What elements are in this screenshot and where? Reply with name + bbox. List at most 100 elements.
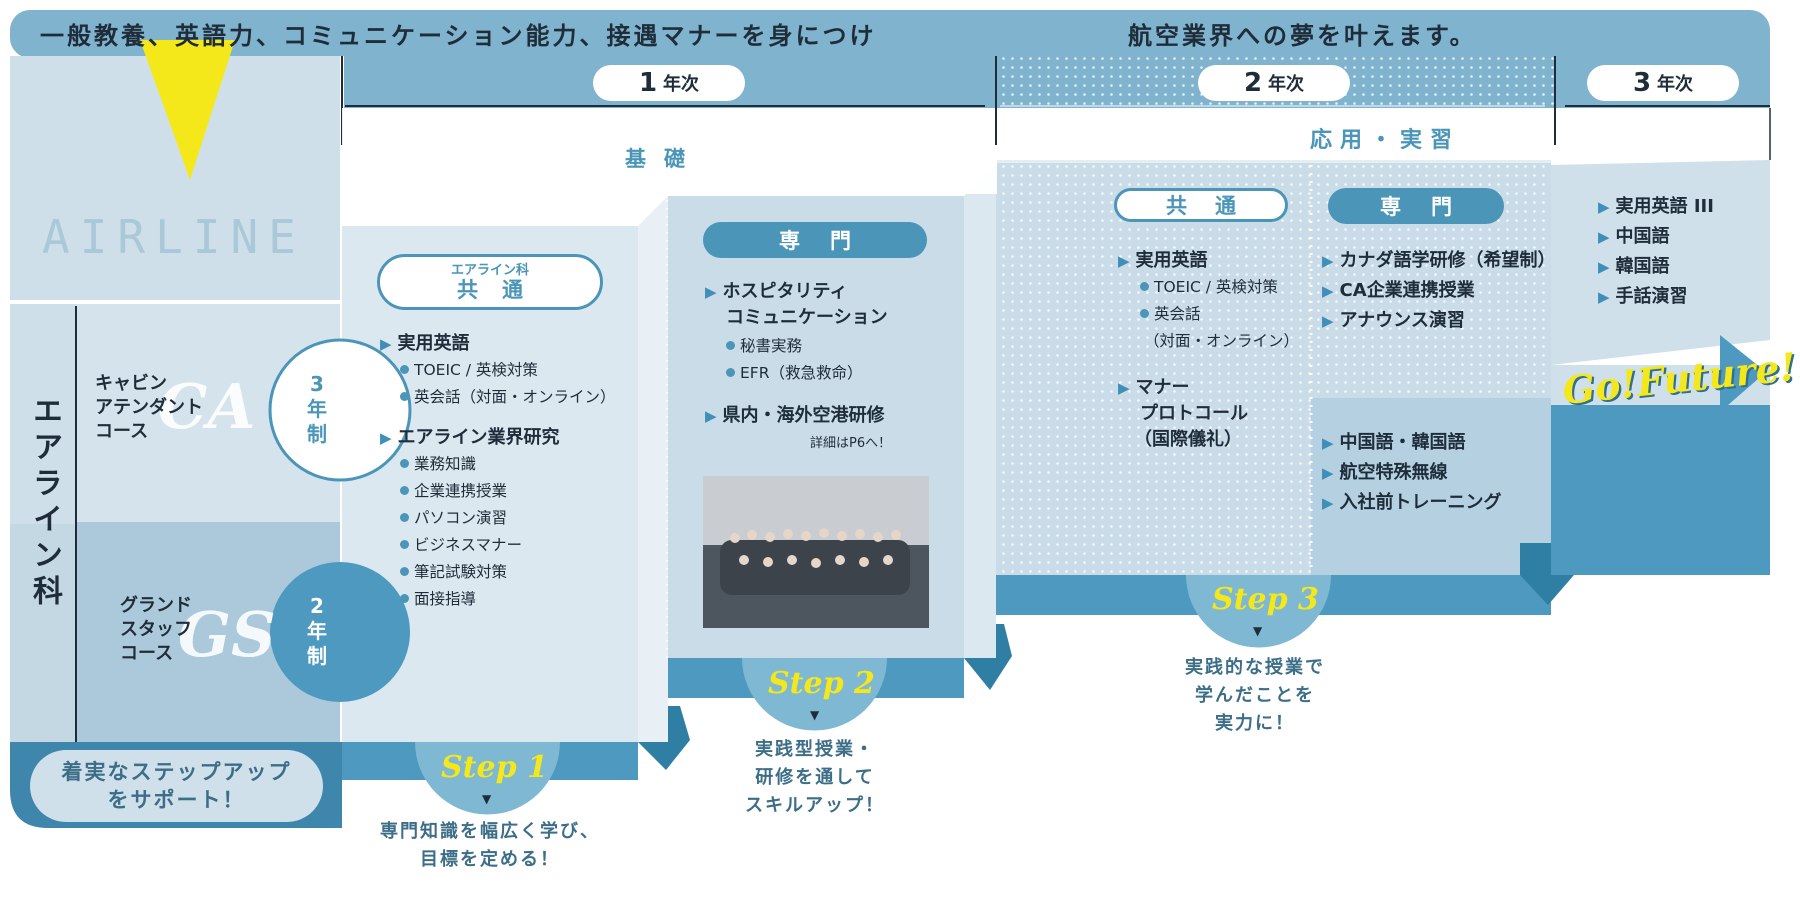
col1-group2-title: ▶ エアライン業界研究 (380, 425, 616, 451)
ca-course-name: キャビン アテンダント コース (95, 372, 203, 444)
step-1-label: Step 1 (441, 750, 548, 785)
col5-item1: 中国語 (1615, 226, 1670, 247)
col2-note: 詳細はP6へ！ (810, 436, 892, 451)
step-3-desc-l1: 実践的な授業で (1185, 657, 1325, 678)
col1-pill-big: 共通 (457, 277, 547, 302)
col3-group1-item: 英会話 (1140, 301, 1299, 328)
col1-g2-item2: パソコン演習 (414, 509, 508, 527)
year-2-number: 2 (1243, 68, 1263, 98)
col1-g2-item5: 面接指導 (414, 590, 477, 608)
col4-top-2: アナウンス演習 (1339, 310, 1465, 331)
ca-years-badge: 3年制 (307, 372, 327, 446)
col4-item: ▶中国語・韓国語 (1322, 428, 1502, 458)
col1-common-pill: エアライン科 共通 (377, 254, 603, 310)
col1-g2-item3: ビジネスマナー (414, 536, 523, 554)
col5-item2: 韓国語 (1615, 256, 1670, 277)
col5-item0: 実用英語 III (1615, 196, 1714, 217)
triangle-bullet-icon: ▶ (380, 429, 392, 447)
col3-g2-l1: マナー (1135, 377, 1190, 398)
support-line1: 着実なステップアップ (61, 760, 292, 784)
col3-g1-title-text: 実用英語 (1135, 250, 1208, 271)
col4-top-1: CA企業連携授業 (1339, 280, 1475, 301)
col4-bottom-0: 中国語・韓国語 (1339, 432, 1466, 453)
step-2-desc: 実践型授業・ 研修を通して スキルアップ！ (700, 736, 930, 820)
col4-bottom-2: 入社前トレーニング (1339, 492, 1502, 513)
dot-bullet-icon (400, 365, 409, 374)
col3-g2-l3: （国際儀礼） (1134, 429, 1242, 450)
dot-bullet-icon (400, 594, 409, 603)
col1-g2-item1: 企業連携授業 (414, 482, 508, 500)
triangle-bullet-icon: ▶ (1322, 494, 1334, 512)
col4-item: ▶アナウンス演習 (1322, 306, 1556, 336)
col3-group2-title: ▶ マナー (1118, 375, 1299, 401)
dot-bullet-icon (400, 567, 409, 576)
gs-abbr: GS (178, 598, 276, 671)
triangle-bullet-icon: ▶ (705, 283, 717, 301)
col1-group2-item: 筆記試験対策 (400, 559, 616, 586)
col2-g1-title-l2: コミュニケーション (726, 307, 888, 328)
gs-line3: コース (120, 643, 174, 664)
col4-list-top: ▶カナダ語学研修（希望制） ▶CA企業連携授業 ▶アナウンス演習 (1322, 246, 1556, 336)
airline-dept-label: エアライン科 (27, 395, 62, 611)
triangle-bullet-icon: ▶ (1598, 258, 1610, 276)
col4-item: ▶カナダ語学研修（希望制） (1322, 246, 1556, 276)
year-1-number: 1 (638, 68, 658, 98)
group-photo (703, 476, 929, 628)
col4-item: ▶CA企業連携授業 (1322, 276, 1556, 306)
triangle-bullet-icon: ▶ (1322, 464, 1334, 482)
col3-g1-item1: 英会話 (1154, 305, 1201, 323)
airline-dept-vertical: エアライン科 (22, 395, 62, 624)
step-1-desc-l1: 専門知識を幅広く学び、 (380, 821, 600, 842)
col1-g1-item1: 英会話（対面・オンライン） (414, 388, 616, 406)
section-applied-label: 応用・実習 (1310, 128, 1461, 153)
dot-bullet-icon (726, 368, 735, 377)
col3-group1-item: TOEIC / 英検対策 (1140, 274, 1299, 301)
year-3-label: 年次 (1657, 74, 1694, 95)
col3-group1-title: ▶ 実用英語 (1118, 248, 1299, 274)
ca-line2: アテンダント (95, 397, 203, 418)
col1-group2-item: 面接指導 (400, 586, 616, 613)
col3-g1-sub: （対面・オンライン） (1144, 332, 1300, 350)
down-arrow-icon: ▼ (1253, 624, 1263, 638)
col2-group1-item: 秘書実務 (726, 333, 888, 360)
col3-g2-l2: プロトコール (1140, 403, 1248, 424)
dot-bullet-icon (400, 486, 409, 495)
col1-group2-item: 企業連携授業 (400, 478, 616, 505)
col3-g1-item0: TOEIC / 英検対策 (1154, 278, 1278, 296)
airline-word: AIRLINE (42, 210, 306, 264)
col2-g1-item1: EFR（救急救命） (740, 364, 863, 382)
col1-list: ▶実用英語 TOEIC / 英検対策 英会話（対面・オンライン） ▶エアライン業… (380, 331, 616, 613)
col1-group2-title-text: エアライン業界研究 (397, 427, 560, 448)
section-basic-label: 基礎 (625, 147, 703, 171)
gs-course-name: グランド スタッフ コース (120, 594, 192, 666)
support-line2: をサポート！ (107, 788, 246, 812)
year-1-label: 年次 (663, 74, 700, 95)
step-3-desc-l2: 学んだことを (1195, 685, 1315, 706)
col1-group2-item: 業務知識 (400, 451, 616, 478)
dot-bullet-icon (400, 459, 409, 468)
triangle-bullet-icon: ▶ (380, 335, 392, 353)
col2-group2-title: ▶県内・海外空港研修 (705, 403, 888, 429)
col5-item3: 手話演習 (1615, 286, 1688, 307)
col3-common-pill: 共通 (1114, 188, 1288, 222)
dot-bullet-icon (1140, 309, 1149, 318)
step-3-desc-l3: 実力に！ (1215, 713, 1295, 734)
triangle-bullet-icon: ▶ (1118, 252, 1130, 270)
col1-group2-item: パソコン演習 (400, 505, 616, 532)
step-2-desc-l1: 実践型授業・ (755, 739, 875, 760)
col4-specialty-pill: 専門 (1328, 188, 1504, 224)
col5-list: ▶実用英語 III ▶中国語 ▶韓国語 ▶手話演習 (1598, 192, 1714, 312)
ca-abbr: CA (158, 370, 256, 443)
down-arrow-icon: ▼ (810, 708, 820, 722)
dot-bullet-icon (726, 341, 735, 350)
col4-item: ▶航空特殊無線 (1322, 458, 1502, 488)
dot-bullet-icon (1140, 282, 1149, 291)
triangle-bullet-icon: ▶ (1118, 379, 1130, 397)
year-3-number: 3 (1632, 68, 1652, 98)
col2-g2-title-text: 県内・海外空港研修 (722, 405, 885, 426)
triangle-bullet-icon: ▶ (1598, 228, 1610, 246)
col1-pill-small: エアライン科 (450, 262, 529, 278)
